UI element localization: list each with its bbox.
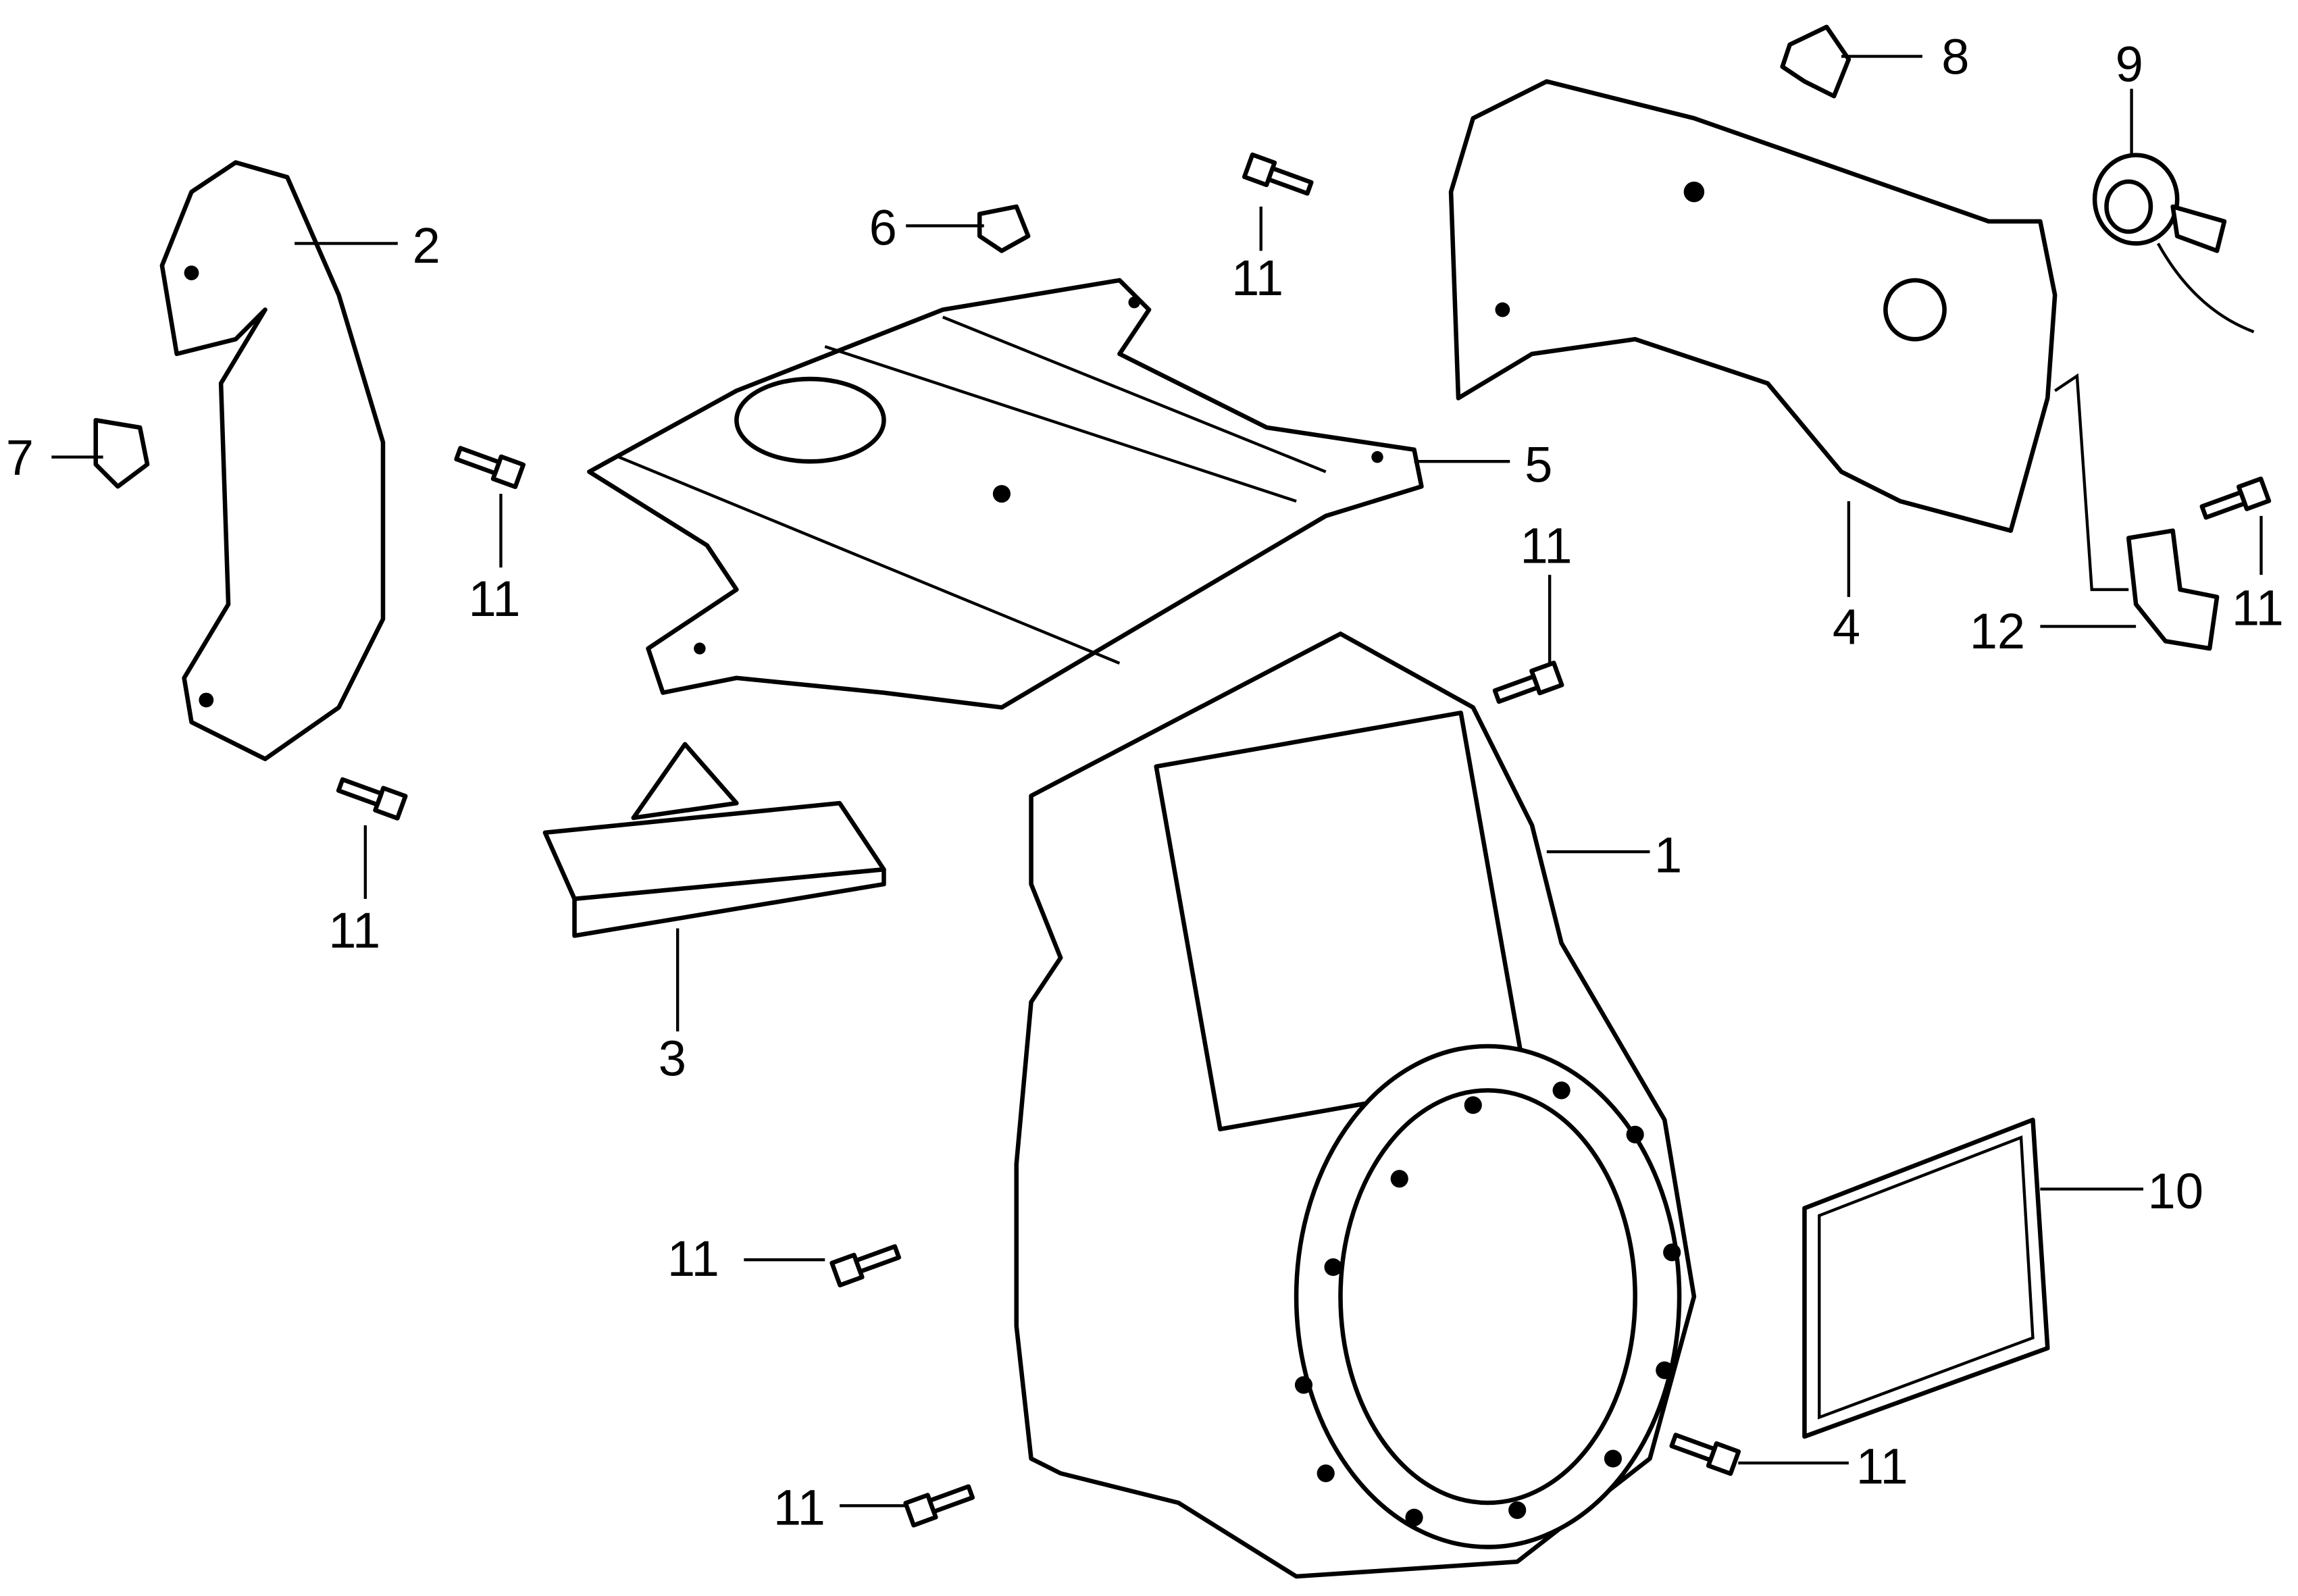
callout-9: 9 — [2116, 36, 2143, 93]
part-8-clamp — [1780, 24, 1852, 99]
part-6-nut — [977, 204, 1031, 253]
callout-11: 11 — [2232, 580, 2284, 636]
callout-8: 8 — [1941, 29, 1969, 85]
callout-7: 7 — [6, 430, 34, 486]
callout-10: 10 — [2148, 1163, 2203, 1219]
callout-11: 11 — [1521, 518, 1573, 574]
part-3-guide — [542, 742, 886, 938]
callout-11: 11 — [1231, 250, 1283, 306]
callout-5: 5 — [1525, 437, 1552, 493]
part-10-gasket — [1802, 1117, 2050, 1439]
callout-3: 3 — [659, 1031, 686, 1087]
part-2-side-shroud — [159, 160, 386, 761]
part-7-clip — [93, 417, 150, 489]
part-9-switch — [2092, 153, 2255, 334]
callout-11: 11 — [328, 902, 380, 958]
part-12-bracket — [2053, 373, 2220, 651]
part-1-fan-cover — [1014, 632, 1697, 1579]
callout-11: 11 — [1856, 1439, 1908, 1495]
leader-lines — [51, 55, 2263, 1508]
callout-11: 11 — [468, 571, 520, 627]
callout-labels: 8 9 2 6 11 7 11 5 11 4 12 11 11 1 3 10 1… — [6, 29, 2284, 1536]
callout-11: 11 — [773, 1480, 825, 1536]
callout-6: 6 — [869, 200, 897, 256]
callout-11: 11 — [667, 1231, 719, 1287]
callout-4: 4 — [1833, 599, 1860, 655]
part-4-cover-plate — [1448, 79, 2058, 533]
callout-2: 2 — [413, 217, 440, 274]
bolts-part-11 — [336, 152, 2272, 1528]
callout-1: 1 — [1654, 827, 1682, 883]
callout-12: 12 — [1970, 603, 2025, 659]
part-5-top-shroud — [587, 278, 1424, 710]
